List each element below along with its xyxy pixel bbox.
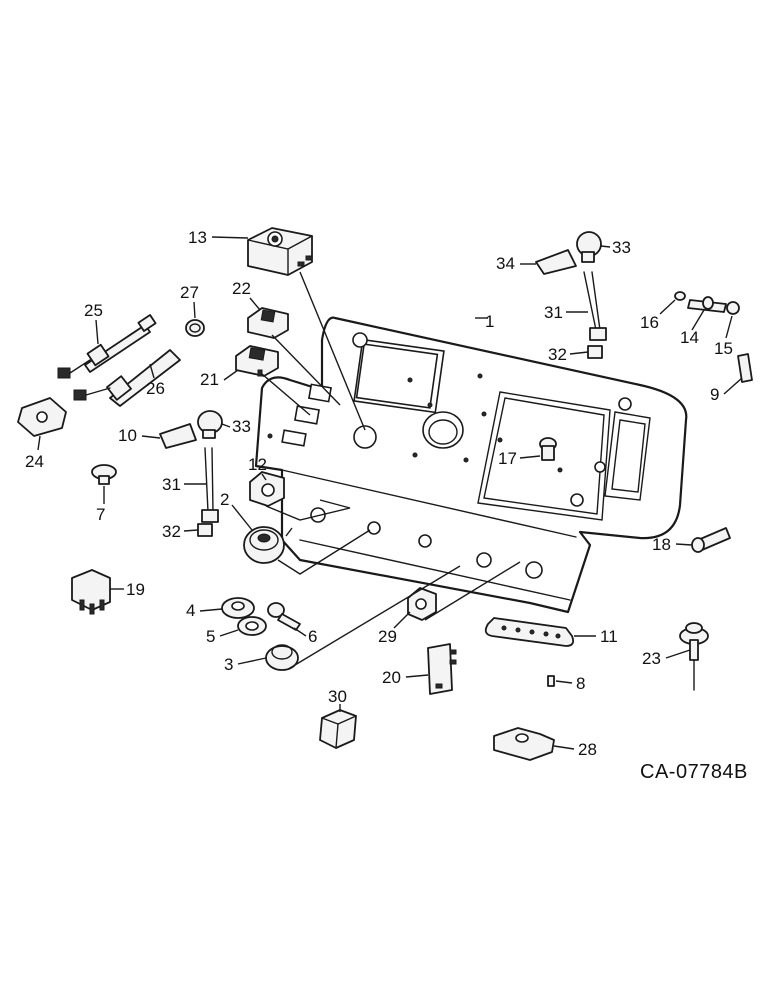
part-9-clip [737, 353, 753, 383]
callout-2: 2 [220, 490, 229, 509]
part-18-sensor [691, 527, 731, 553]
part-28-block [493, 727, 555, 761]
callout-16: 16 [640, 313, 659, 332]
callout-33-right: 33 [612, 238, 631, 257]
callout-25: 25 [84, 301, 103, 320]
callout-15: 15 [714, 339, 733, 358]
callout-21: 21 [200, 370, 219, 389]
callout-34: 34 [496, 254, 515, 273]
callout-18: 18 [652, 535, 671, 554]
part-14-15-16-bolt [674, 291, 740, 315]
part-21-rocker-switch [235, 345, 279, 377]
callout-19: 19 [126, 580, 145, 599]
callout-29: 29 [378, 627, 397, 646]
part-25-26-cables [57, 314, 181, 407]
callout-17: 17 [498, 449, 517, 468]
callouts: 1 2 3 4 5 6 7 8 9 10 11 12 13 14 15 16 1… [25, 228, 743, 759]
callout-27: 27 [180, 283, 199, 302]
callout-8: 8 [576, 674, 585, 693]
leader-lines [261, 271, 521, 669]
callout-24: 24 [25, 452, 44, 471]
callout-6: 6 [308, 627, 317, 646]
callout-30: 30 [328, 687, 347, 706]
part-20-bracket [427, 643, 457, 695]
callout-5: 5 [206, 627, 215, 646]
callout-13: 13 [188, 228, 207, 247]
callout-20: 20 [382, 668, 401, 687]
callout-32-left: 32 [162, 522, 181, 541]
callout-7: 7 [96, 505, 105, 524]
part-2-ignition [243, 526, 285, 564]
callout-31-left: 31 [162, 475, 181, 494]
callout-32-right: 32 [548, 345, 567, 364]
part-12-mount [249, 471, 285, 507]
callout-23: 23 [642, 649, 661, 668]
part-11-strip [484, 617, 575, 647]
part-13-switch-box [247, 227, 313, 276]
part-6-key [267, 602, 301, 631]
callout-4: 4 [186, 601, 195, 620]
part-29-mount [407, 587, 437, 621]
callout-12: 12 [248, 455, 267, 474]
part-30-flasher [319, 709, 357, 749]
part-31-32-left-wires [197, 447, 219, 537]
callout-26: 26 [146, 379, 165, 398]
callout-31-right: 31 [544, 303, 563, 322]
callout-11: 11 [600, 627, 618, 646]
callout-33-left: 33 [232, 417, 251, 436]
part-22-rocker-switch [247, 307, 289, 339]
callout-28: 28 [578, 740, 597, 759]
part-7-pressure-switch [91, 464, 117, 485]
part-34-33-sender [535, 231, 602, 275]
callout-10: 10 [118, 426, 137, 445]
instrument-panel [254, 316, 688, 614]
callout-1: 1 [485, 312, 494, 331]
drawing-code: CA-07784B [640, 761, 748, 783]
callout-22: 22 [232, 279, 251, 298]
part-19-relay [71, 569, 111, 615]
part-24-plate [17, 397, 67, 437]
part-31-32-right-wires [583, 271, 607, 359]
callout-14: 14 [680, 328, 699, 347]
part-10-33-sensor [159, 410, 223, 449]
part-17-switch [539, 437, 557, 461]
part-27-ring [185, 319, 205, 337]
callout-9: 9 [710, 385, 719, 404]
callout-3: 3 [224, 655, 233, 674]
part-5-washer [237, 616, 267, 636]
part-8-pin [547, 675, 555, 687]
part-4-nut [221, 597, 255, 619]
part-23-sender [679, 622, 709, 691]
